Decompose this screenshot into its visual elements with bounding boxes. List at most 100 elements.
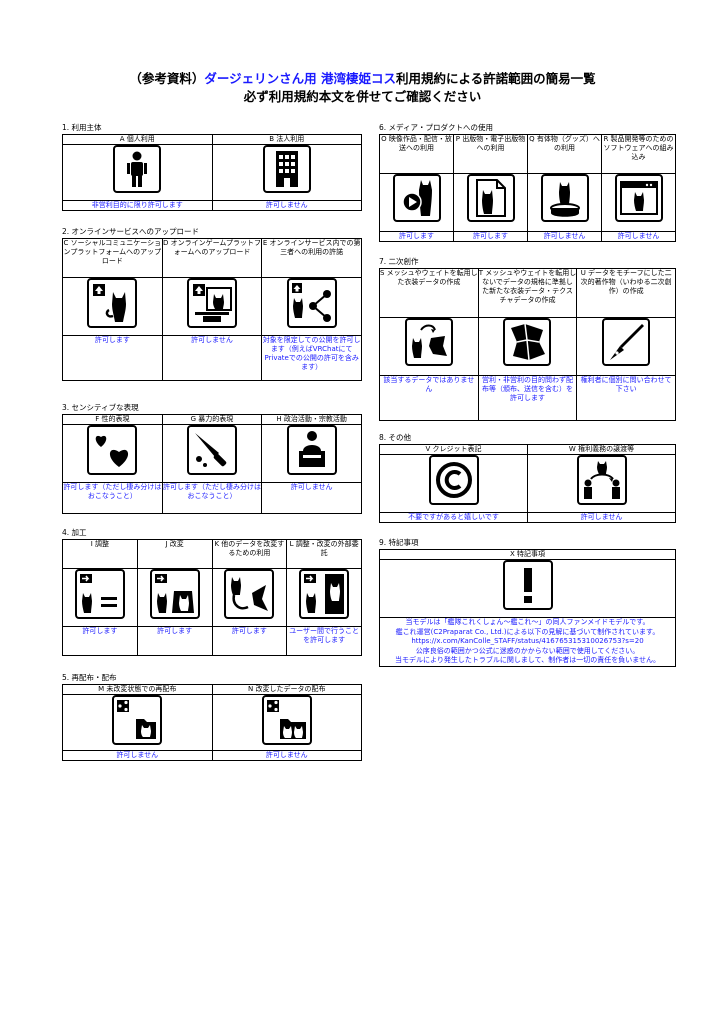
header-t: T メッシュやウェイトを転用しないでデータの規格に準拠した新たな衣装データ・テク…: [477, 268, 578, 318]
header-m: M 未改変状態での再配布: [62, 684, 213, 695]
note-line: 当モデルにより発生したトラブルに関しまして、制作者は一切の責任を負いません。: [394, 656, 661, 664]
section-title: 5. 再配布・配布: [62, 673, 117, 682]
section-sensitive: 3. センシティブな表現 F 性的表現 G 暴力的表現 H 政治活動・宗教活動 …: [62, 403, 362, 514]
header-x: X 特記事項: [379, 549, 676, 560]
section-title: 3. センシティブな表現: [62, 403, 139, 412]
header-a: A 個人利用: [62, 134, 213, 145]
result-e: 対象を限定しての公開を許可します（例えばVRChatにてPrivateでの公開の…: [261, 335, 362, 381]
header-i: I 調整: [62, 539, 138, 569]
result-c: 許可します: [62, 335, 163, 381]
upload-monitor-icon: [186, 278, 237, 328]
header-b: B 法人利用: [211, 134, 362, 145]
result-d: 許可しません: [161, 335, 263, 381]
header-q: Q 有体物（グッズ）への利用: [527, 134, 602, 174]
result-a: 非営利目的に限り許可します: [62, 200, 213, 211]
result-v: 不要ですがあると嬉しいです: [379, 512, 528, 523]
note-line: 艦これ運営(C2Praparat Co., Ltd.)による以下の見解に基づいて…: [395, 627, 660, 636]
note-line: 公序良俗の範囲かつ公式に迷惑のかからない範囲で使用してください。: [415, 646, 640, 655]
result-w: 許可しません: [527, 512, 676, 523]
section-redistribution: 5. 再配布・配布 M 未改変状態での再配布 N 改変したデータの配布 許可しま…: [62, 673, 362, 761]
header-p: P 出版物・電子出版物への利用: [453, 134, 528, 174]
section-title: 1. 利用主体: [62, 123, 102, 132]
section-title: 7. 二次創作: [379, 257, 419, 266]
result-n: 許可しません: [211, 750, 362, 761]
result-g: 許可します（ただし棲み分けはおこなうこと）: [161, 482, 263, 514]
section-title: 8. その他: [379, 433, 412, 442]
special-notes: 当モデルは「艦隊これくしょん～艦これ～」の同人ファンメイドモデルです。 艦これ運…: [379, 617, 676, 667]
figure-icon: [540, 174, 589, 222]
hearts-icon: [87, 425, 138, 475]
result-b: 許可しません: [211, 200, 362, 211]
header-r: R 製品開発等のためのソフトウェアへの組み込み: [601, 134, 676, 174]
section-title: 2. オンラインサービスへのアップロード: [62, 227, 200, 236]
section-other: 8. その他 V クレジット表記 W 権利義務の譲渡等 不要ですがあると嬉しいで…: [379, 433, 676, 523]
modify-icon: [149, 569, 200, 619]
result-q: 許可しません: [527, 231, 602, 242]
page-subtitle: 必ず利用規約本文を併せてご確認ください: [243, 89, 482, 104]
header-e: E オンラインサービス内での第三者への利用の許諾: [261, 238, 362, 278]
redistribute-icon: [112, 695, 163, 745]
result-t: 営利・非営利の目的問わず配布等（頒布、送信を含む）を許可します: [477, 375, 578, 421]
header-w: W 権利義務の譲渡等: [527, 444, 676, 455]
result-r: 許可しません: [601, 231, 676, 242]
header-g: G 暴力的表現: [161, 414, 263, 425]
header-h: H 政治活動・宗教活動: [261, 414, 362, 425]
result-u: 権利者に個別に問い合わせて下さい: [576, 375, 676, 421]
note-link[interactable]: https://x.com/KanColle_STAFF/status/4167…: [411, 637, 644, 645]
adjust-icon: [74, 569, 125, 619]
building-icon: [262, 145, 311, 193]
result-k: 許可します: [211, 626, 288, 656]
podium-icon: [286, 425, 337, 475]
header-l: L 調整・改変の外部委託: [286, 539, 362, 569]
copyright-icon: [428, 455, 479, 505]
document-icon: [466, 174, 515, 222]
result-i: 許可します: [62, 626, 138, 656]
header-k: K 他のデータを改変するための利用: [211, 539, 288, 569]
header-v: V クレジット表記: [379, 444, 528, 455]
pen-nib-icon: [602, 318, 651, 366]
header-u: U データをモチーフにした二次的著作物（いわゆる二次創作）の作成: [576, 268, 676, 318]
header-d: D オンラインゲームプラットフォームへのアップロード: [161, 238, 263, 278]
section-derivative: 7. 二次創作 S メッシュやウェイトを転用した衣装データの作成 T メッシュや…: [379, 257, 676, 421]
distribute-modified-icon: [261, 695, 312, 745]
header-j: J 改変: [136, 539, 213, 569]
section-title: 4. 加工: [62, 528, 87, 537]
title-blue-part: ダージェリンさん用 港湾棲姫コス: [204, 71, 396, 86]
section-usage-subject: 1. 利用主体 A 個人利用 B 法人利用 非営利目的に限り許可します 許可しま…: [62, 123, 362, 211]
outsource-icon: [299, 569, 350, 619]
section-title: 6. メディア・プロダクトへの使用: [379, 123, 494, 132]
knife-icon: [186, 425, 237, 475]
title-suffix: 利用規約による許諾範囲の簡易一覧: [395, 71, 596, 86]
section-online-upload: 2. オンラインサービスへのアップロード C ソーシャルコミュニケーションプラッ…: [62, 227, 362, 381]
video-icon: [392, 174, 441, 222]
header-s: S メッシュやウェイトを転用した衣装データの作成: [379, 268, 479, 318]
costume-transfer-icon: [404, 318, 453, 366]
use-for-other-icon: [224, 569, 275, 619]
title-prefix: （参考資料）: [129, 71, 205, 86]
exclamation-icon: [502, 560, 553, 610]
transfer-rights-icon: [576, 455, 627, 505]
header-o: O 映像作品・配信・放送への利用: [379, 134, 454, 174]
share-network-icon: [286, 278, 337, 328]
section-media-product: 6. メディア・プロダクトへの使用 O 映像作品・配信・放送への利用 P 出版物…: [379, 123, 676, 242]
result-s: 該当するデータではありません: [379, 375, 479, 421]
result-h: 許可しません: [261, 482, 362, 514]
result-p: 許可します: [453, 231, 528, 242]
software-window-icon: [614, 174, 663, 222]
result-o: 許可します: [379, 231, 454, 242]
page-title: （参考資料）ダージェリンさん用 港湾棲姫コス利用規約による許諾範囲の簡易一覧: [0, 68, 725, 87]
header-c: C ソーシャルコミュニケーションプラットフォームへのアップロード: [62, 238, 163, 278]
person-icon: [113, 145, 162, 193]
cloth-icon: [503, 318, 552, 366]
note-line: 当モデルは「艦隊これくしょん～艦これ～」の同人ファンメイドモデルです。: [405, 618, 650, 626]
upload-avatar-icon: [87, 278, 138, 328]
result-f: 許可します（ただし棲み分けはおこなうこと）: [62, 482, 163, 514]
result-l: ユーザー間で行うことを許可します: [286, 626, 362, 656]
result-j: 許可します: [136, 626, 213, 656]
section-special-notes: 9. 特記事項 X 特記事項 当モデルは「艦隊これくしょん～艦これ～」の同人ファ…: [379, 538, 676, 667]
section-processing: 4. 加工 I 調整 J 改変 K 他のデータを改変するための利用 L 調整・改…: [62, 528, 362, 656]
result-m: 許可しません: [62, 750, 213, 761]
section-title: 9. 特記事項: [379, 538, 419, 547]
header-n: N 改変したデータの配布: [211, 684, 362, 695]
header-f: F 性的表現: [62, 414, 163, 425]
